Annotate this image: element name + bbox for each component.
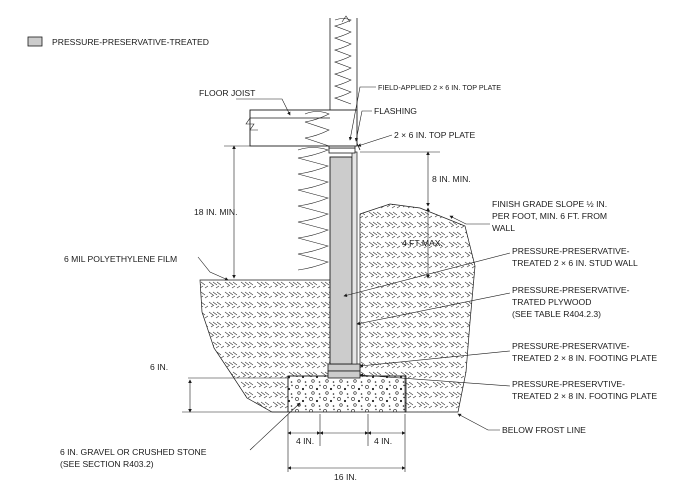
plywood-label-1: PRESSURE-PRESERVATIVE- (512, 285, 630, 295)
finish-grade-label-1: FINISH GRADE SLOPE ½ IN. (492, 199, 607, 209)
footing-plate-2-label-2: TREATED 2 × 8 IN. FOOTING PLATE (512, 391, 657, 401)
poly-film-label: 6 MIL POLYETHYLENE FILM (64, 254, 177, 264)
top-plate (328, 147, 356, 154)
floor-joist-label: FLOOR JOIST (199, 88, 256, 98)
cavity-insulation (297, 147, 329, 271)
field-top-plate-label: FIELD-APPLIED 2 × 6 IN. TOP PLATE (378, 83, 501, 92)
footing-plate-lower (327, 370, 361, 379)
floor-joist (249, 109, 358, 147)
legend-swatch (27, 36, 43, 47)
upper-insulation (333, 18, 352, 105)
gravel-footing (287, 375, 407, 413)
footing-plate-1-label-1: PRESSURE-PRESERVATIVE- (512, 341, 630, 351)
stud-wall-label-2: TREATED 2 × 6 IN. STUD WALL (512, 258, 638, 268)
sixteen-in-label: 16 IN. (334, 472, 357, 482)
gravel-label-1: 6 IN. GRAVEL OR CRUSHED STONE (60, 447, 207, 457)
max-4ft-label: 4 FT MAX. (402, 238, 443, 248)
flashing-label: FLASHING (374, 106, 417, 116)
plywood-label-2: TRATED PLYWOOD (512, 297, 591, 307)
gravel-label-2: (SEE SECTION R403.2) (60, 459, 154, 469)
footing-plate-2-label-1: PRESSURE-PRESERVTIVE- (512, 379, 625, 389)
stud-wall-label-1: PRESSURE-PRESERVATIVE- (512, 246, 630, 256)
legend-label: PRESSURE-PRESERVATIVE-TREATED (52, 37, 209, 47)
four-in-right-label: 4 IN. (374, 436, 392, 446)
stud-wall (329, 156, 353, 365)
finish-grade-label-3: WALL (492, 223, 515, 233)
four-in-left-label: 4 IN. (296, 436, 314, 446)
frost-line-label: BELOW FROST LINE (502, 425, 586, 435)
plywood-label-3: (SEE TABLE R404.2.3) (512, 309, 601, 319)
plywood-sheathing (351, 151, 358, 365)
finish-grade-label-2: PER FOOT, MIN. 6 FT. FROM (492, 211, 607, 221)
footing-plate-1-label-2: TREATED 2 × 8 IN. FOOTING PLATE (512, 353, 657, 363)
footing-plate-upper (327, 363, 361, 372)
top-plate-label: 2 × 6 IN. TOP PLATE (394, 130, 476, 140)
min-8-label: 8 IN. MIN. (432, 174, 471, 184)
min-18-label: 18 IN. MIN. (194, 207, 237, 217)
six-in-label: 6 IN. (150, 362, 168, 372)
joist-insulation (304, 111, 330, 147)
